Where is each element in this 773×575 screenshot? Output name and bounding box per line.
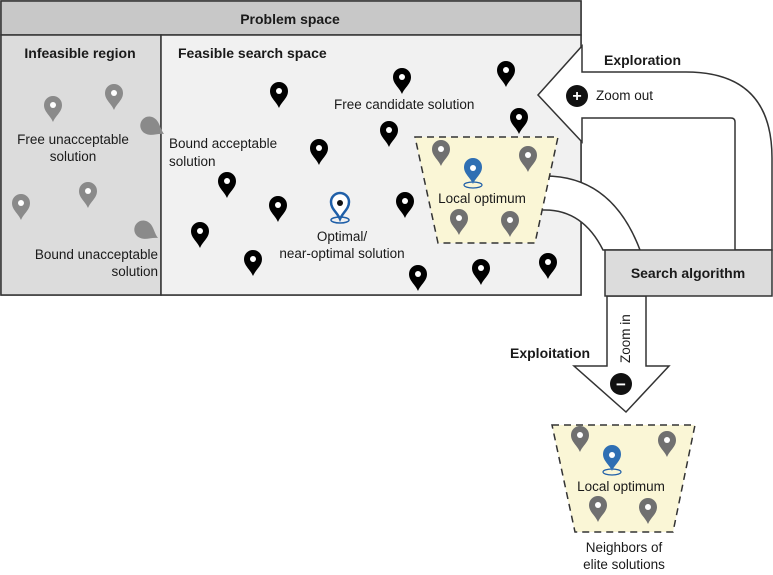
free-unacceptable-label-line2: solution — [50, 149, 97, 164]
pin-center-dot — [503, 67, 509, 73]
bound-acceptable-label-line2: solution — [169, 154, 216, 169]
pin-center-dot — [386, 127, 392, 133]
pin-center-dot — [415, 271, 421, 277]
exploitation-arrow — [572, 295, 671, 414]
pin-center-dot — [250, 256, 256, 262]
optimal-label-line2: near-optimal solution — [279, 246, 404, 261]
pin-center-dot — [664, 437, 670, 443]
pin-center-dot — [478, 265, 484, 271]
local-optimum-location-pin-icon — [463, 158, 483, 189]
optimal-label: Optimal/ — [317, 229, 368, 244]
search-algorithm-box — [604, 249, 773, 297]
pin-center-dot — [111, 90, 117, 96]
bound-acceptable-label: Bound acceptable — [169, 136, 277, 151]
exploitation-label: Exploitation — [510, 345, 590, 361]
bound-unacceptable-label-line2: solution — [111, 264, 158, 279]
pin-center-dot — [399, 74, 405, 80]
problem-space-header — [0, 0, 582, 36]
neighbors-local-optimum-label: Local optimum — [577, 479, 665, 494]
optimal-location-pin-icon — [329, 191, 351, 224]
pin-center-dot — [197, 228, 203, 234]
zoom-out-symbol: + — [572, 88, 581, 105]
exploration-arrow — [536, 44, 773, 251]
pin-center-dot — [456, 215, 462, 221]
free-unacceptable-label: Free unacceptable — [17, 132, 129, 147]
exploration-label: Exploration — [604, 52, 681, 68]
pin-center-dot — [50, 102, 56, 108]
pin-center-dot — [438, 146, 444, 152]
problem-space-title: Problem space — [240, 11, 340, 27]
pin-center-dot — [577, 432, 583, 438]
pin-center-dot — [18, 200, 24, 206]
zoom-in-symbol: − — [616, 375, 626, 394]
infeasible-region-title: Infeasible region — [24, 45, 135, 61]
pin-center-dot — [276, 88, 282, 94]
pin-center-dot — [224, 178, 230, 184]
minus-circle-icon — [610, 373, 632, 395]
pin-center-dot — [525, 152, 531, 158]
pin-center-dot — [645, 504, 651, 510]
bound-unacceptable-label: Bound unacceptable — [35, 247, 158, 262]
pin-center-dot — [507, 217, 513, 223]
pin-center-dot — [516, 114, 522, 120]
pin-center-dot — [402, 198, 408, 204]
pin-center-dot — [316, 145, 322, 151]
infeasible-region — [0, 34, 162, 296]
neighbors-location-pin-icon — [602, 445, 622, 476]
local-optimum-label: Local optimum — [438, 191, 526, 206]
pin-center-dot — [85, 188, 91, 194]
feasible-space-title: Feasible search space — [178, 45, 327, 61]
pin-center-dot — [275, 202, 281, 208]
neighbors-label-line2: elite solutions — [583, 557, 665, 572]
neighbors-region — [551, 424, 696, 533]
free-candidate-label: Free candidate solution — [334, 97, 474, 112]
search-algorithm-label: Search algorithm — [631, 265, 745, 281]
pin-center-dot — [545, 259, 551, 265]
zoom-out-label: Zoom out — [596, 88, 653, 103]
pin-center-dot — [595, 502, 601, 508]
plus-circle-icon — [566, 85, 588, 107]
neighbors-label: Neighbors of — [586, 540, 663, 555]
zoom-in-label: Zoom in — [618, 314, 633, 363]
